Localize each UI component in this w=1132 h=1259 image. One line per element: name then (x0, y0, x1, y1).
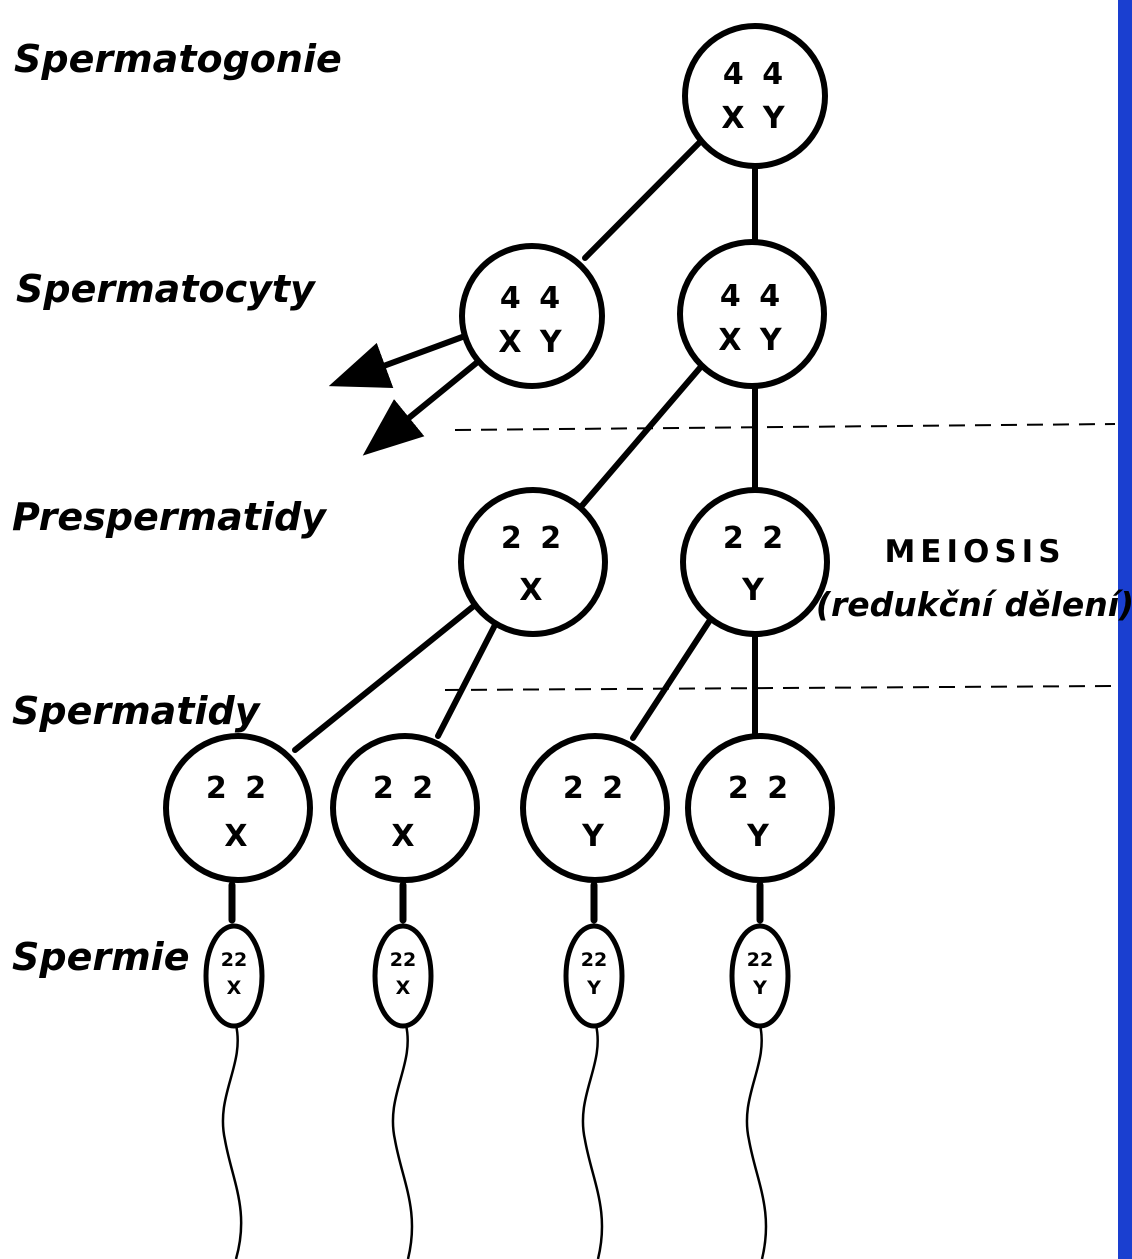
cell-label-bottom: X (224, 819, 251, 854)
arrow-degenerate-1 (328, 333, 468, 388)
cell-label-top: 4 4 (720, 279, 784, 314)
cell-label-top: 2 2 (723, 521, 787, 556)
sperm-label-top: 22 (390, 949, 416, 971)
sperm-label-bottom: Y (752, 977, 767, 999)
sperm-2: 22 X (372, 923, 434, 1029)
stage-label-spermie: Spermie (12, 935, 189, 979)
meiosis-subtitle: (redukční dělení) (816, 585, 1132, 624)
cell-label-bottom: Y (746, 819, 773, 854)
sperm-tail-3 (581, 1024, 604, 1259)
cell-label-top: 4 4 (723, 57, 787, 92)
cell-spermatid-2: 2 2 X (330, 733, 480, 883)
cell-label-bottom: Y (741, 573, 768, 608)
cell-spermatid-3: 2 2 Y (520, 733, 670, 883)
cell-spermatid-4: 2 2 Y (685, 733, 835, 883)
sperm-label-bottom: Y (586, 977, 601, 999)
cell-label-top: 2 2 (501, 521, 565, 556)
cell-label-top: 2 2 (563, 771, 627, 806)
sperm-label-bottom: X (396, 977, 411, 999)
sperm-1: 22 X (203, 923, 265, 1029)
sperm-label-bottom: X (227, 977, 242, 999)
cell-label-bottom: X (519, 573, 546, 608)
cell-spermatocyte-right: 4 4 X Y (677, 239, 827, 389)
cell-label-bottom: X Y (718, 323, 785, 358)
link-gonium-to-cyte-left (582, 139, 703, 261)
cell-label-top: 4 4 (500, 281, 564, 316)
cell-prespermatid-y: 2 2 Y (680, 487, 830, 637)
cell-spermatid-1: 2 2 X (163, 733, 313, 883)
sperm-4: 22 Y (729, 923, 791, 1029)
cell-prespermatid-x: 2 2 X (458, 487, 608, 637)
cell-label-top: 2 2 (728, 771, 792, 806)
meiosis-boundary-upper (454, 423, 1116, 431)
sperm-label-top: 22 (747, 949, 773, 971)
cell-spermatocyte-left: 4 4 X Y (459, 243, 605, 389)
sperm-tail-4 (745, 1024, 768, 1259)
sperm-tail-2 (391, 1024, 414, 1259)
sperm-3: 22 Y (563, 923, 625, 1029)
cell-label-top: 2 2 (206, 771, 270, 806)
link-pre-y-to-spermatid-3 (630, 614, 715, 741)
sperm-label-top: 22 (581, 949, 607, 971)
cell-label-bottom: Y (581, 819, 608, 854)
sperm-tail-1 (221, 1024, 243, 1259)
meiosis-boundary-lower (444, 685, 1116, 691)
cell-label-bottom: X Y (721, 101, 788, 136)
stage-label-prespermatidy: Prespermatidy (12, 495, 328, 539)
link-pre-x-to-spermatid-1 (292, 602, 478, 753)
cell-label-bottom: X (391, 819, 418, 854)
meiosis-title: MEIOSIS (884, 534, 1065, 570)
arrow-degenerate-2 (362, 357, 483, 456)
cell-label-top: 2 2 (373, 771, 437, 806)
stage-label-spermatogonie: Spermatogonie (14, 37, 342, 81)
cell-spermatogonium: 4 4 X Y (682, 23, 828, 169)
right-border-bar (1118, 0, 1132, 1259)
link-cyte-right-to-pre-x (577, 359, 708, 511)
cell-label-bottom: X Y (498, 325, 565, 360)
stage-label-spermatidy: Spermatidy (12, 689, 262, 733)
sperm-label-top: 22 (221, 949, 247, 971)
stage-label-spermatocyty: Spermatocyty (16, 267, 317, 311)
link-pre-x-to-spermatid-2 (435, 622, 498, 739)
